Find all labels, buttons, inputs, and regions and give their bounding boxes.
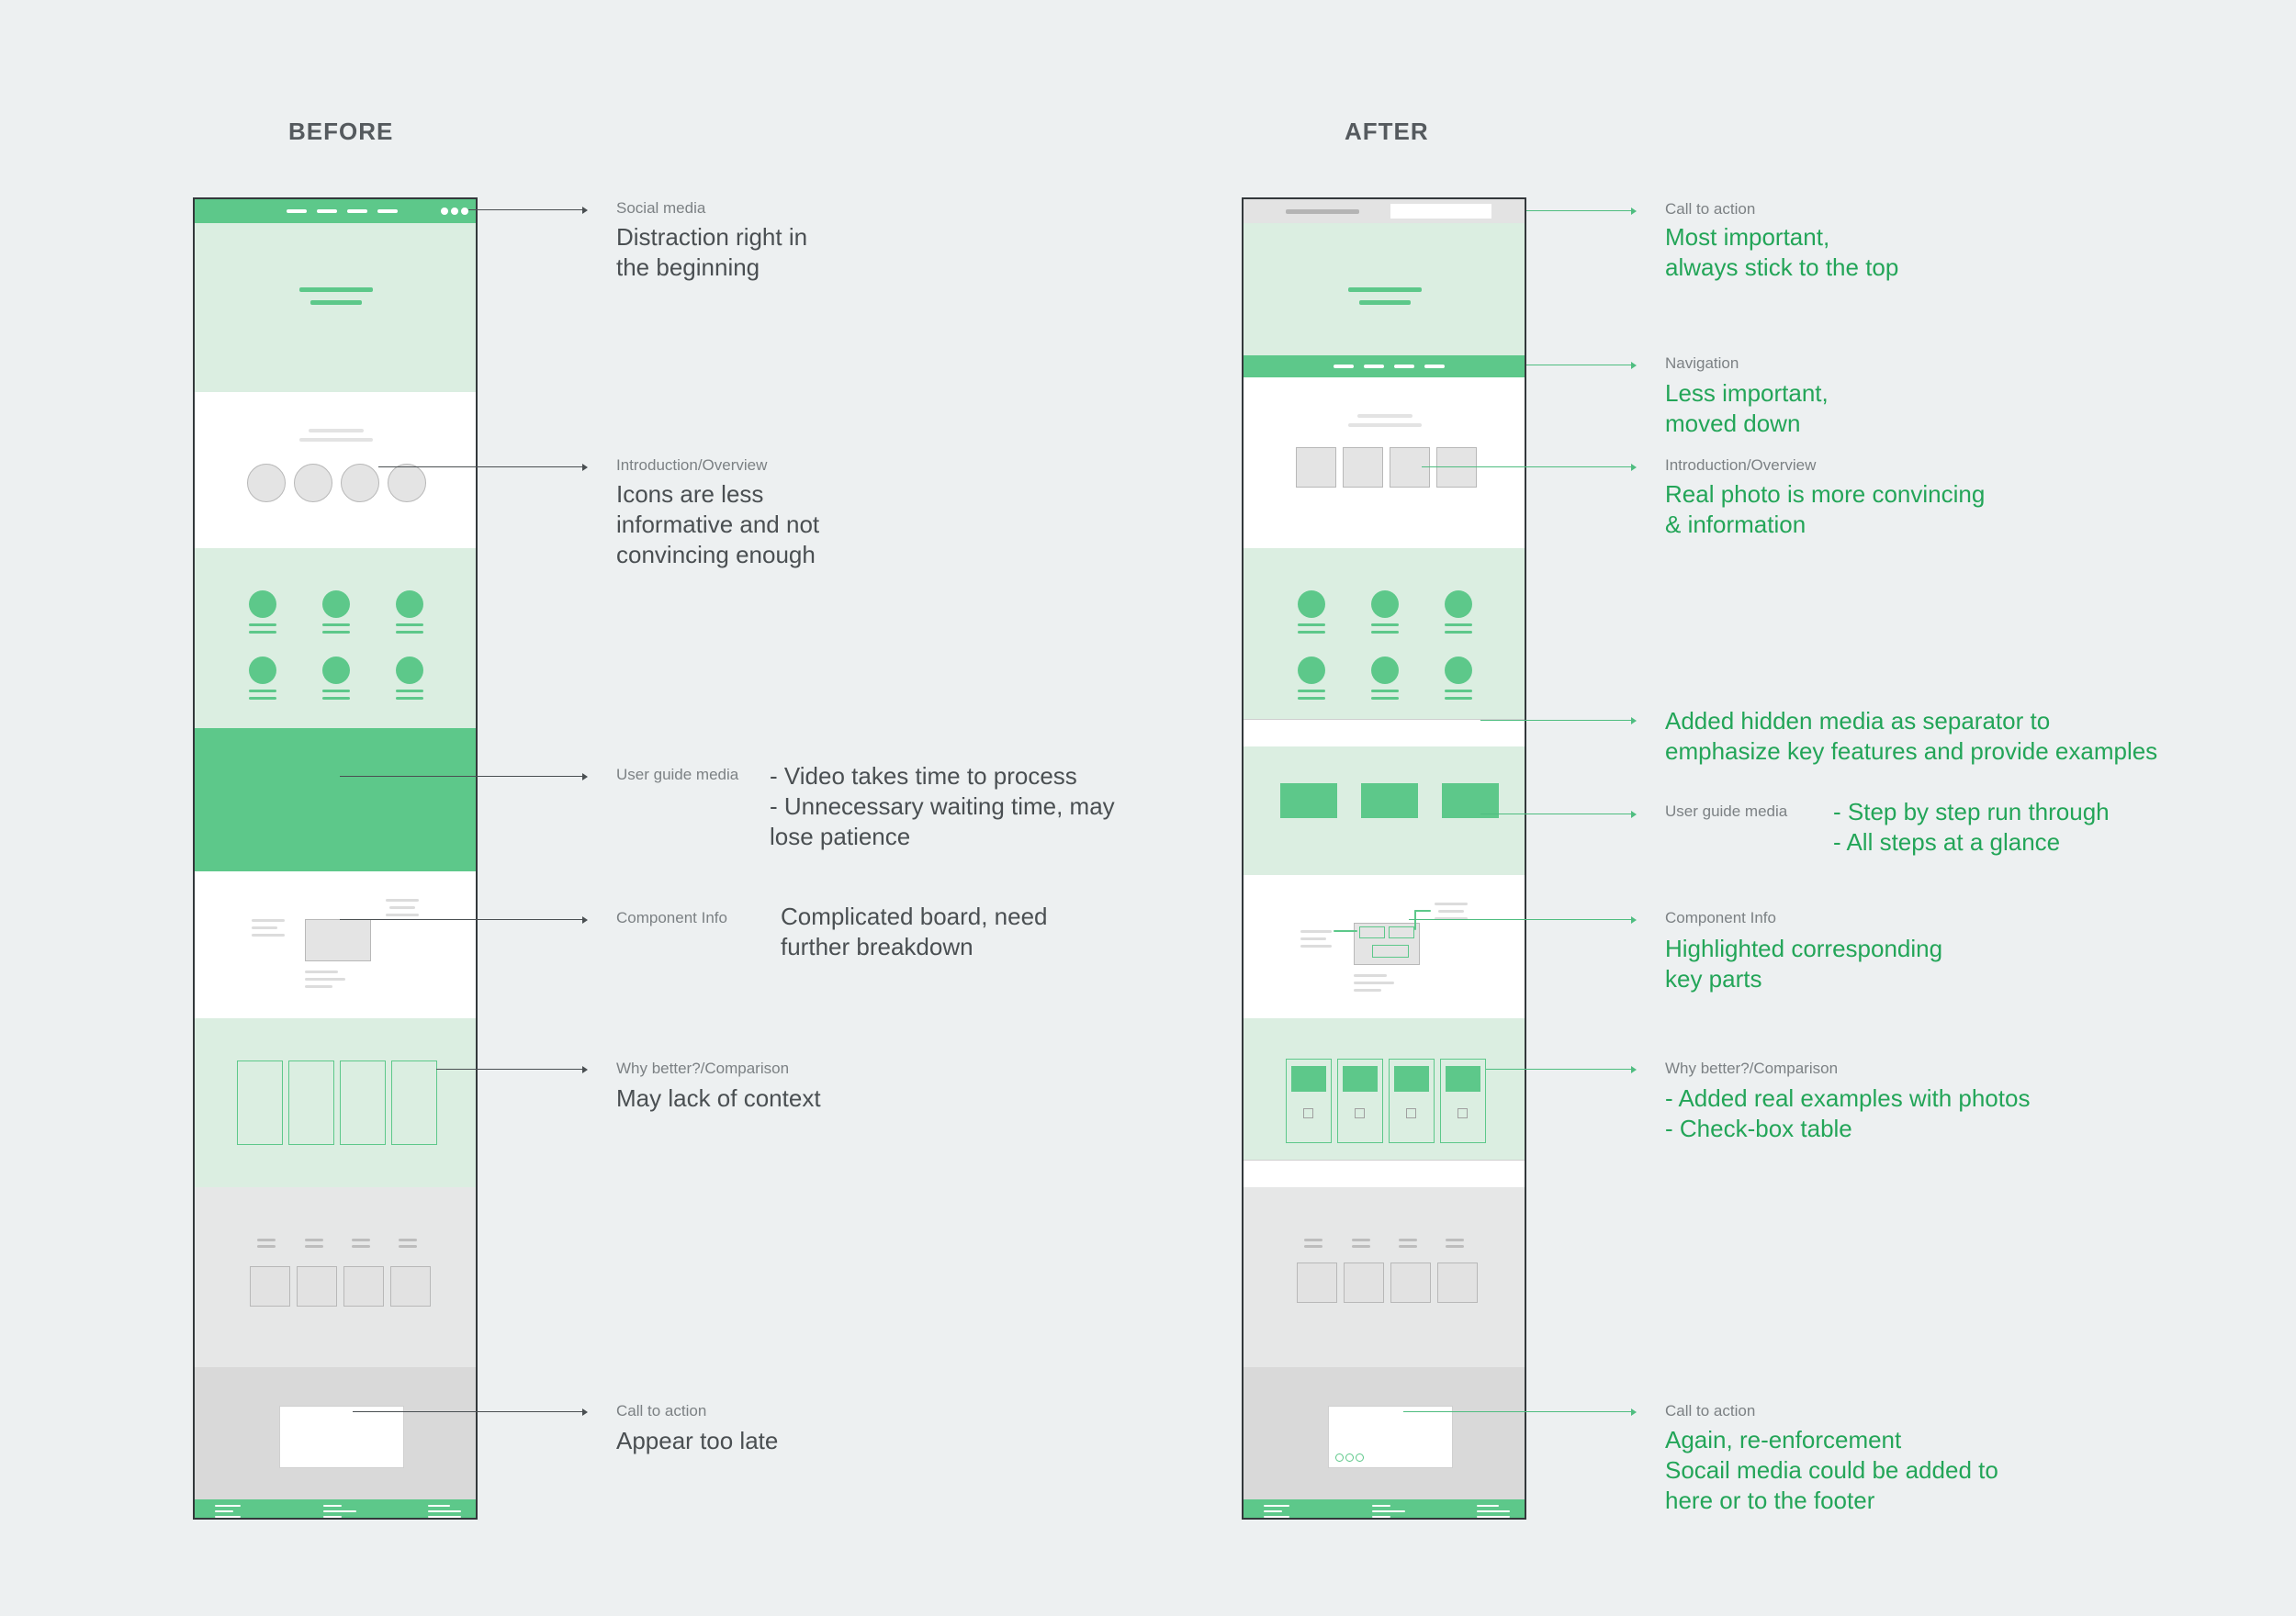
after-comparison <box>1244 1018 1525 1160</box>
checkbox <box>1355 1108 1365 1118</box>
before-note-text: May lack of context <box>616 1084 821 1112</box>
before-note-label: Social media <box>616 199 706 217</box>
before-note-label: Call to action <box>616 1402 707 1420</box>
social-icon <box>461 208 468 215</box>
after-cta <box>1244 1367 1525 1501</box>
after-note-text: Most important, always stick to the top <box>1665 223 1899 281</box>
after-user-guide <box>1244 746 1525 875</box>
after-note-label: Call to action <box>1665 200 1756 218</box>
after-navigation-bar <box>1244 355 1525 377</box>
before-cta <box>195 1367 476 1501</box>
checkbox <box>1458 1108 1468 1118</box>
intro-photo <box>1390 447 1430 488</box>
before-wireframe <box>193 197 478 1520</box>
after-note-label: User guide media <box>1665 802 1788 820</box>
before-footer <box>195 1499 476 1518</box>
before-note-text: Icons are less informative and not convi… <box>616 480 820 568</box>
before-video-block <box>195 728 476 871</box>
checkbox <box>1406 1108 1416 1118</box>
intro-photo <box>1343 447 1383 488</box>
after-note-text: - Step by step run through - All steps a… <box>1833 798 2110 856</box>
before-features <box>195 548 476 728</box>
after-component-info <box>1244 875 1525 1018</box>
social-icon <box>1345 1453 1354 1462</box>
after-note-text: Real photo is more convincing & informat… <box>1665 480 1986 538</box>
before-note-label: Component Info <box>616 909 727 926</box>
before-note-label: Introduction/Overview <box>616 456 768 474</box>
intro-icon <box>294 464 332 502</box>
before-intro <box>195 392 476 548</box>
social-icon <box>1335 1453 1344 1462</box>
before-note-text: Distraction right in the beginning <box>616 223 808 281</box>
after-wireframe <box>1242 197 1526 1520</box>
before-heading: BEFORE <box>288 118 394 145</box>
before-header-bar <box>195 199 476 223</box>
before-note-text: Appear too late <box>616 1427 779 1454</box>
after-heading: AFTER <box>1345 118 1429 145</box>
after-footer <box>1244 1499 1525 1518</box>
before-component-info <box>195 871 476 1018</box>
after-features <box>1244 548 1525 719</box>
intro-photo <box>1296 447 1336 488</box>
social-icon <box>451 208 458 215</box>
after-note-text: Highlighted corresponding key parts <box>1665 935 1943 993</box>
before-note-label: Why better?/Comparison <box>616 1060 790 1077</box>
after-note-label: Component Info <box>1665 909 1776 926</box>
intro-icon <box>388 464 426 502</box>
after-note-text: Added hidden media as separator to empha… <box>1665 707 2158 765</box>
social-icon <box>1356 1453 1364 1462</box>
intro-icon <box>341 464 379 502</box>
before-note-text: - Video takes time to process - Unnecess… <box>770 762 1115 850</box>
before-note-label: User guide media <box>616 766 739 783</box>
after-note-label: Why better?/Comparison <box>1665 1060 1839 1077</box>
after-hero <box>1244 223 1525 355</box>
after-separator <box>1244 1160 1525 1189</box>
after-note-text: - Added real examples with photos - Chec… <box>1665 1084 2031 1142</box>
after-note-label: Introduction/Overview <box>1665 456 1817 474</box>
social-icon <box>441 208 448 215</box>
checkbox <box>1303 1108 1313 1118</box>
after-note-label: Call to action <box>1665 1402 1756 1420</box>
after-note-label: Navigation <box>1665 354 1739 372</box>
before-comparison <box>195 1018 476 1188</box>
after-media-separator <box>1244 719 1525 748</box>
intro-icon <box>247 464 286 502</box>
before-hero <box>195 223 476 393</box>
after-note-text: Again, re-enforcement Socail media could… <box>1665 1426 1998 1514</box>
before-note-text: Complicated board, need further breakdow… <box>781 903 1048 960</box>
intro-photo <box>1436 447 1477 488</box>
after-intro <box>1244 377 1525 548</box>
after-note-text: Less important, moved down <box>1665 379 1829 437</box>
cta-button <box>1390 204 1491 219</box>
before-products <box>195 1187 476 1368</box>
after-sticky-cta-bar <box>1244 199 1525 224</box>
after-products <box>1244 1187 1525 1368</box>
